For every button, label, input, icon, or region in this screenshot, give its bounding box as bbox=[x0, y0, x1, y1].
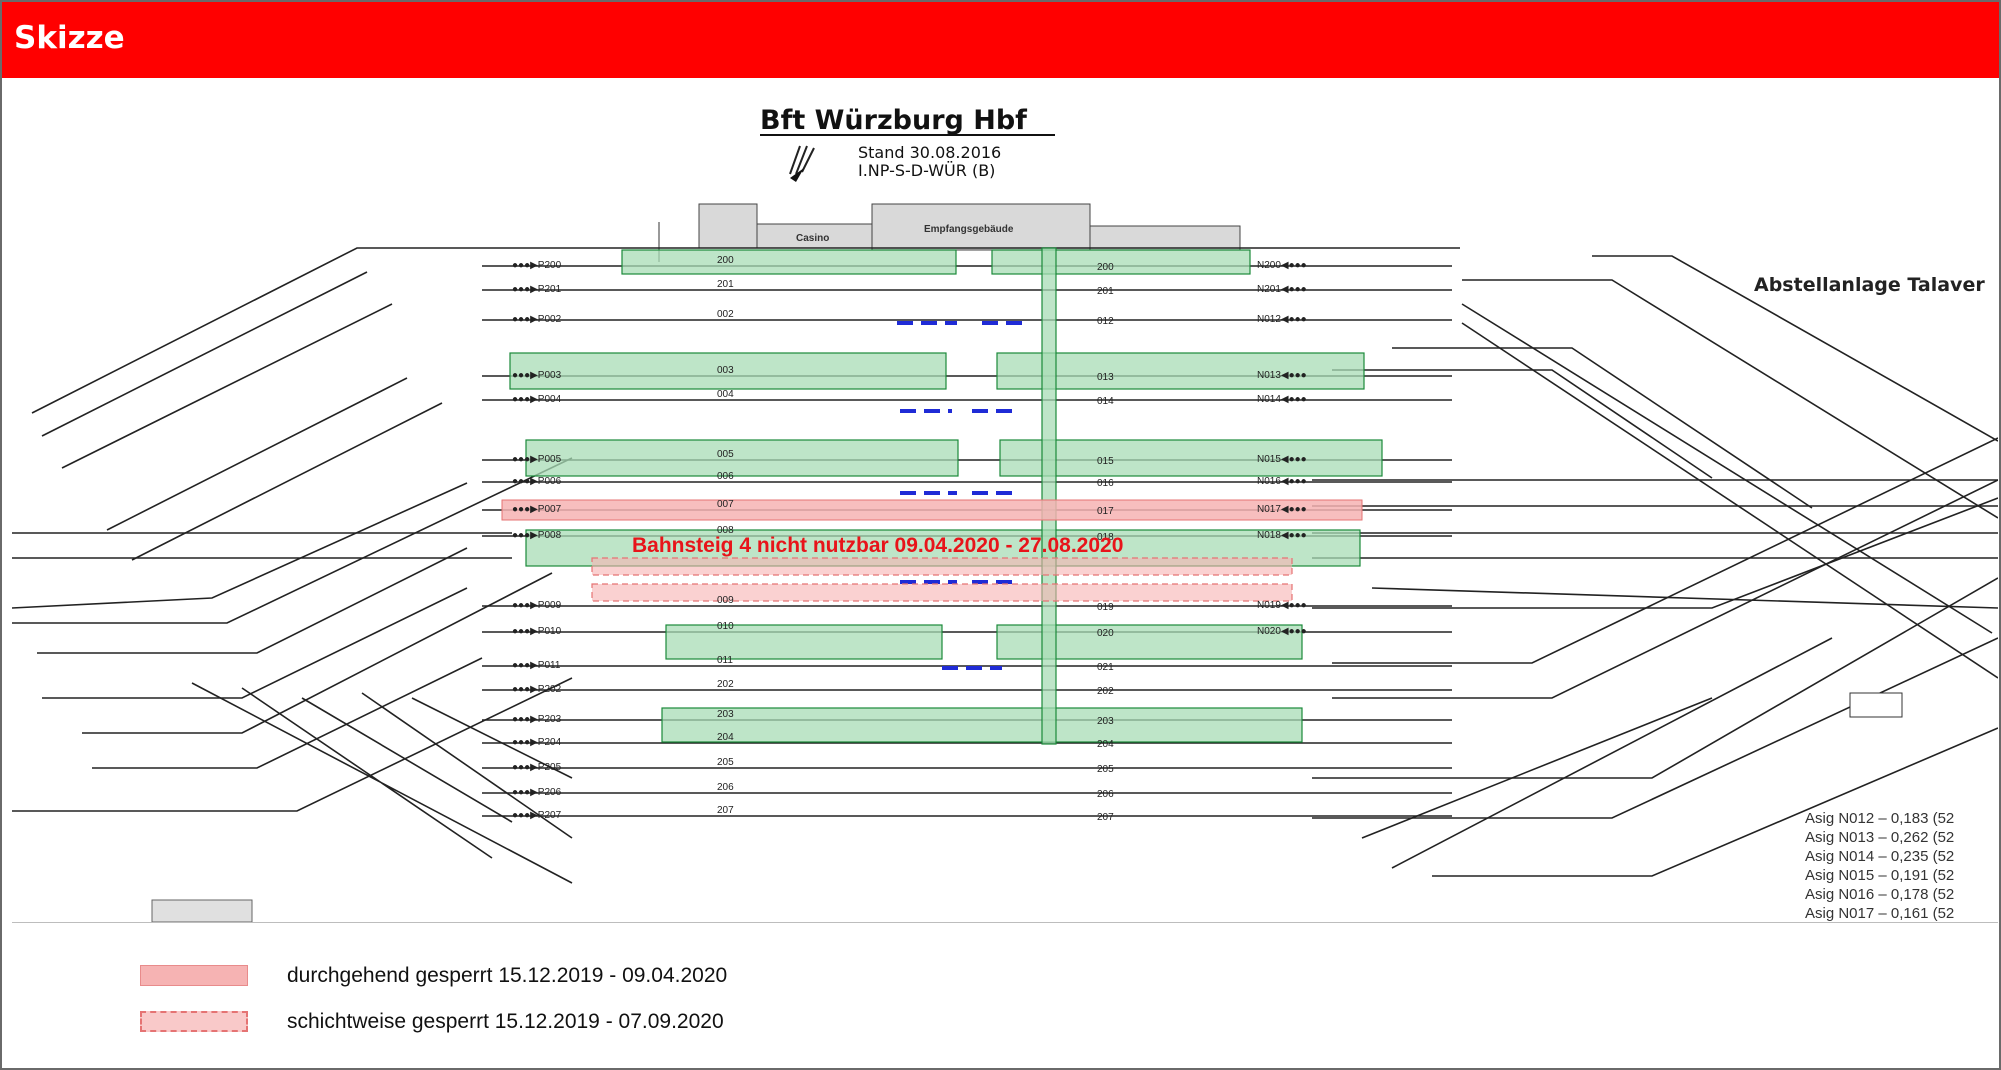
signal-label-left: ●●●▶P206 bbox=[512, 787, 562, 798]
signal-label-left: ●●●▶P202 bbox=[512, 684, 562, 695]
track-label-right: 019 bbox=[1097, 602, 1114, 613]
signal-label-left: ●●●▶P003 bbox=[512, 370, 562, 381]
asig-entry: Asig N014 – 0,235 (52 bbox=[1805, 848, 1954, 865]
track-label-right: 021 bbox=[1097, 662, 1114, 673]
asig-entry: Asig N012 – 0,183 (52 bbox=[1805, 810, 1954, 827]
track-diagram: Bft Würzburg Hbf Stand 30.08.2016 I.NP-S… bbox=[12, 78, 1998, 922]
signal-label-left: ●●●▶P201 bbox=[512, 284, 562, 295]
legend-divider bbox=[12, 922, 1998, 923]
track-label-right: 018 bbox=[1097, 532, 1114, 543]
signal-label-right: N200◀●●● bbox=[1257, 260, 1307, 271]
asig-entry: Asig N013 – 0,262 (52 bbox=[1805, 829, 1954, 846]
legend-label-dashed: schichtweise gesperrt 15.12.2019 - 07.09… bbox=[287, 1010, 724, 1033]
panel-title: Skizze bbox=[14, 20, 125, 56]
track-label-right: 207 bbox=[1097, 812, 1114, 823]
signal-label-left: ●●●▶P004 bbox=[512, 394, 562, 405]
signal-label-right: N019◀●●● bbox=[1257, 600, 1307, 611]
track-label-left: 206 bbox=[717, 782, 734, 793]
track-label-left: 207 bbox=[717, 805, 734, 816]
track-label-right: 205 bbox=[1097, 764, 1114, 775]
signal-label-left: ●●●▶P006 bbox=[512, 476, 562, 487]
closed-areas bbox=[501, 499, 1363, 602]
diagram-title: Bft Würzburg Hbf bbox=[760, 105, 1027, 136]
track-label-right: 017 bbox=[1097, 506, 1114, 517]
area-label: Abstellanlage Talaver bbox=[1754, 274, 1985, 296]
track-label-left: 200 bbox=[717, 255, 734, 266]
signal-label-right: N020◀●●● bbox=[1257, 626, 1307, 637]
track-label-right: 206 bbox=[1097, 789, 1114, 800]
signal-label-left: ●●●▶P011 bbox=[512, 660, 561, 671]
signal-label-left: ●●●▶P008 bbox=[512, 530, 562, 541]
track-label-right: 203 bbox=[1097, 716, 1114, 727]
track-label-right: 204 bbox=[1097, 739, 1114, 750]
track-label-left: 011 bbox=[717, 655, 733, 666]
track-label-left: 008 bbox=[717, 525, 734, 536]
track-labels: 200 200 201 201 002 012 003 013 004 014 005 015 006 0… bbox=[717, 255, 1114, 823]
signal-label-left: ●●●▶P205 bbox=[512, 762, 562, 773]
closure-warning: Bahnsteig 4 nicht nutzbar 09.04.2020 - 2… bbox=[632, 534, 1123, 557]
track-label-right: 012 bbox=[1097, 316, 1114, 327]
legend-swatch-dashed bbox=[140, 1011, 248, 1032]
building-empfang: Empfangsgebäude bbox=[924, 224, 1014, 235]
signal-label-right: N018◀●●● bbox=[1257, 530, 1307, 541]
track-label-left: 004 bbox=[717, 389, 734, 400]
signal-label-right: N016◀●●● bbox=[1257, 476, 1307, 487]
signal-label-right: N015◀●●● bbox=[1257, 454, 1307, 465]
track-label-left: 002 bbox=[717, 309, 734, 320]
signal-label-right: N012◀●●● bbox=[1257, 314, 1307, 325]
track-label-left: 006 bbox=[717, 471, 734, 482]
track-label-right: 200 bbox=[1097, 262, 1114, 273]
track-label-left: 009 bbox=[717, 595, 734, 606]
signal-label-right: N014◀●●● bbox=[1257, 394, 1307, 405]
track-label-left: 205 bbox=[717, 757, 734, 768]
signal-label-left: ●●●▶P010 bbox=[512, 626, 562, 637]
asig-entry: Asig N016 – 0,178 (52 bbox=[1805, 886, 1954, 903]
track-label-left: 007 bbox=[717, 499, 734, 510]
signal-label-left: ●●●▶P005 bbox=[512, 454, 562, 465]
closure-markers bbox=[897, 321, 1022, 670]
track-label-left: 203 bbox=[717, 709, 734, 720]
track-label-right: 016 bbox=[1097, 478, 1114, 489]
signal-label-left: ●●●▶P200 bbox=[512, 260, 562, 271]
signal-label-left: ●●●▶P203 bbox=[512, 714, 562, 725]
signal-label-left: ●●●▶P002 bbox=[512, 314, 562, 325]
track-label-left: 204 bbox=[717, 732, 734, 743]
track-label-right: 015 bbox=[1097, 456, 1114, 467]
signal-label-right: N017◀●●● bbox=[1257, 504, 1307, 515]
asig-entry: Asig N015 – 0,191 (52 bbox=[1805, 867, 1954, 884]
legend-label-solid: durchgehend gesperrt 15.12.2019 - 09.04.… bbox=[287, 964, 728, 987]
asig-entry: Asig N017 – 0,161 (52 bbox=[1805, 905, 1954, 922]
track-label-left: 005 bbox=[717, 449, 734, 460]
track-label-right: 013 bbox=[1097, 372, 1114, 383]
track-label-left: 010 bbox=[717, 621, 734, 632]
track-label-left: 003 bbox=[717, 365, 734, 376]
signal-label-left: ●●●▶P009 bbox=[512, 600, 562, 611]
signal-label-right: N201◀●●● bbox=[1257, 284, 1307, 295]
track-label-right: 014 bbox=[1097, 396, 1114, 407]
track-label-left: 202 bbox=[717, 679, 734, 690]
signal-label-right: N013◀●●● bbox=[1257, 370, 1307, 381]
signal-label-left: ●●●▶P204 bbox=[512, 737, 562, 748]
legend-swatch-solid bbox=[140, 965, 248, 986]
signal-label-left: ●●●▶P007 bbox=[512, 504, 562, 515]
track-label-right: 201 bbox=[1097, 286, 1114, 297]
track-label-right: 020 bbox=[1097, 628, 1114, 639]
signal-labels: ●●●▶P200 ●●●▶P201 ●●●▶P002 ●●●▶P003 ●●●▶P004… bbox=[512, 260, 1307, 821]
diagram-stand: Stand 30.08.2016 bbox=[858, 143, 1001, 162]
signal-label-left: ●●●▶P207 bbox=[512, 810, 562, 821]
panel-header: Skizze bbox=[2, 2, 1999, 78]
track-label-left: 201 bbox=[717, 279, 734, 290]
building-casino: Casino bbox=[796, 233, 829, 244]
diagonal-tracks bbox=[12, 247, 1998, 884]
track-label-right: 202 bbox=[1097, 686, 1114, 697]
station-buildings: Casino Empfangsgebäude bbox=[658, 203, 1241, 262]
diagram-org: I.NP-S-D-WÜR (B) bbox=[858, 161, 995, 180]
north-arrow-icon bbox=[789, 145, 815, 182]
